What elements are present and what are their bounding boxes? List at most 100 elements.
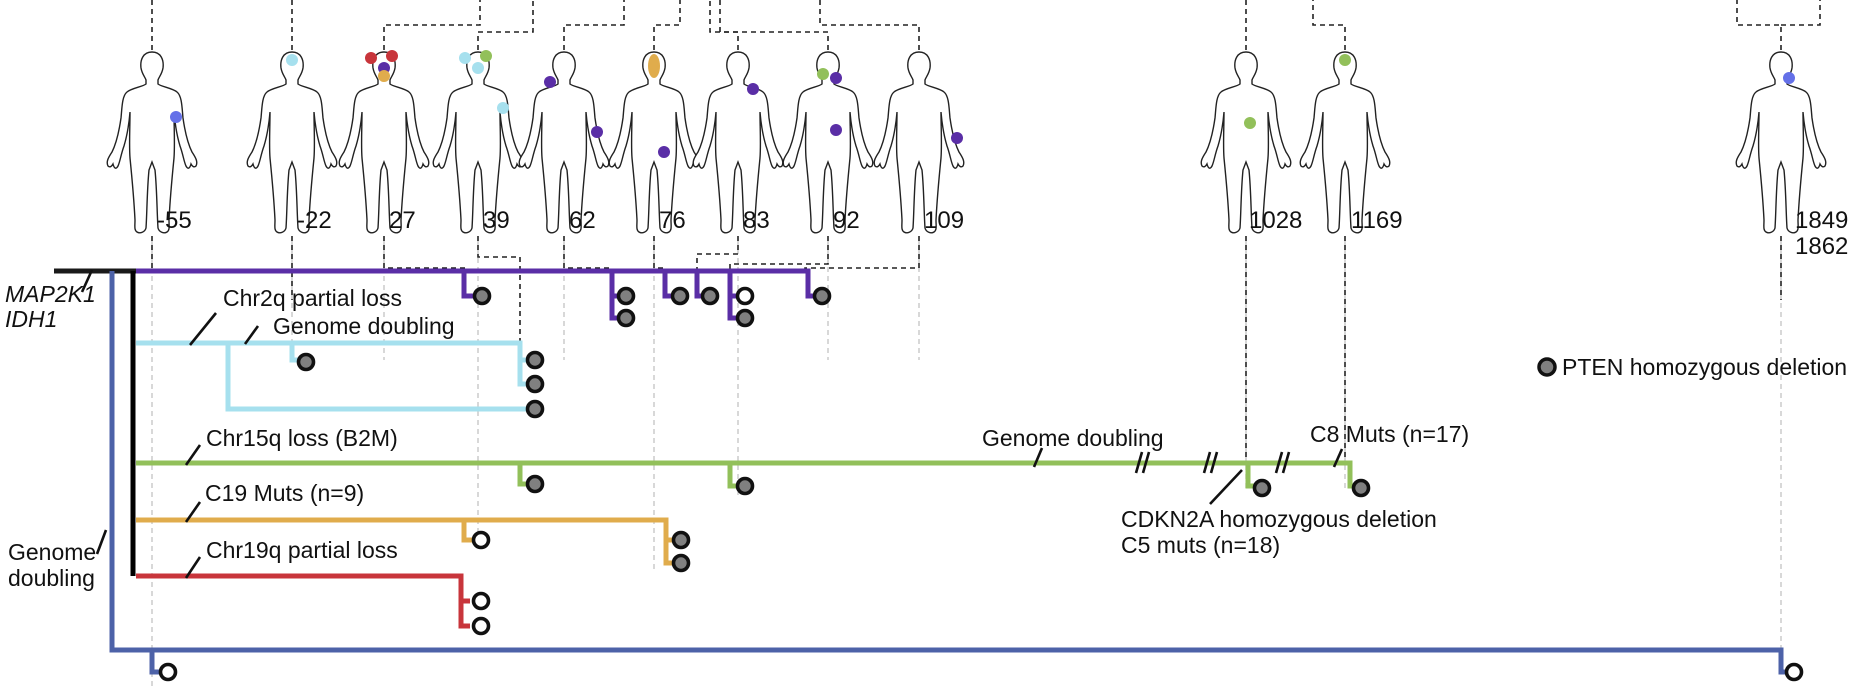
lesion-site xyxy=(747,83,759,95)
body-outline xyxy=(608,51,700,234)
leaf-node-pten-deleted xyxy=(735,476,755,496)
pten-legend-icon xyxy=(1537,357,1557,377)
blue-clade-branch xyxy=(112,647,160,675)
purple-clade-branch xyxy=(136,268,815,299)
body-map xyxy=(106,51,198,234)
lesion-site xyxy=(497,102,509,114)
leaf-nodes xyxy=(158,286,1804,682)
lesion-site xyxy=(591,126,603,138)
day-label: 1028 xyxy=(1249,207,1302,234)
body-map xyxy=(1299,51,1391,234)
body-outline xyxy=(106,51,198,234)
sample-connector xyxy=(729,236,829,271)
day-label: 39 xyxy=(483,207,510,234)
sample-connector xyxy=(383,0,481,50)
lesion-site xyxy=(830,72,842,84)
sample-connector xyxy=(477,236,521,360)
day-labels: -55 -22 27 39 62 76 83 92 109 1028 1169 … xyxy=(157,207,1848,260)
day-label: 1862 xyxy=(1795,233,1848,260)
leaf-node-pten-deleted xyxy=(812,286,832,306)
lesion-site xyxy=(286,54,298,66)
leaf-node xyxy=(471,530,491,550)
timepoint-guide-lines xyxy=(151,240,1782,686)
lesion-site xyxy=(648,54,660,78)
sample-connector xyxy=(696,236,739,271)
leaf-node-pten-deleted xyxy=(700,286,720,306)
leaf-node xyxy=(471,616,491,636)
day-label: 1849 xyxy=(1795,207,1848,234)
leaf-node-pten-deleted xyxy=(616,286,636,306)
green-annotation-chr15q: Chr15q loss (B2M) xyxy=(206,425,398,451)
green-annotation-c8: C8 Muts (n=17) xyxy=(1310,421,1469,447)
sample-connector xyxy=(709,0,739,50)
cyan-annotation-genome-doubling: Genome doubling xyxy=(273,313,455,339)
sample-connector xyxy=(653,0,681,50)
leaf-node-pten-deleted xyxy=(671,553,691,573)
lesion-site xyxy=(480,50,492,62)
annotation-tick xyxy=(1032,447,1044,468)
blue-clade-branch xyxy=(109,271,1787,675)
green-annotation-genome-doubling: Genome doubling xyxy=(982,425,1164,451)
annotation-tick xyxy=(243,325,260,345)
root-mutation-label: IDH1 xyxy=(5,306,57,332)
lesion-site xyxy=(170,111,182,123)
green-annotation-cdkn2a: CDKN2A homozygous deletion xyxy=(1121,506,1437,532)
body-map xyxy=(246,51,338,234)
lesion-site xyxy=(1339,54,1351,66)
annotations: MAP2K1 IDH1 Chr2q partial loss Genome do… xyxy=(5,281,1469,591)
leaf-node-pten-deleted xyxy=(1351,478,1371,498)
sample-connector xyxy=(653,236,666,271)
leaf-node-pten-deleted xyxy=(735,308,755,328)
blue-annotation-doubling: doubling xyxy=(8,565,95,591)
day-label: 27 xyxy=(389,207,416,234)
green-clade-branch xyxy=(517,463,527,487)
body-outline xyxy=(518,51,610,234)
sample-connector xyxy=(719,0,829,50)
branch-break-mark xyxy=(1209,451,1219,474)
sample-connector xyxy=(563,236,613,271)
red-clade-branch xyxy=(136,573,470,629)
leaf-node-pten-deleted xyxy=(616,308,636,328)
body-map xyxy=(608,51,700,234)
branch-break-mark xyxy=(1281,451,1291,474)
day-label: 62 xyxy=(569,207,596,234)
leaf-node-pten-deleted xyxy=(670,286,690,306)
leaf-node-pten-deleted xyxy=(296,352,316,372)
day-label: 1169 xyxy=(1351,207,1403,234)
root-mutation-label: MAP2K1 xyxy=(5,281,96,307)
branch-break-mark xyxy=(1274,451,1284,474)
sample-connector xyxy=(1312,0,1346,50)
body-outline xyxy=(1735,51,1827,234)
amber-annotation-c19: C19 Muts (n=9) xyxy=(205,480,364,506)
lesion-site xyxy=(365,52,377,64)
day-label: 92 xyxy=(833,207,860,234)
lesion-site xyxy=(386,50,398,62)
sample-connector xyxy=(819,0,920,50)
body-outline xyxy=(1200,51,1292,234)
blue-annotation-genome: Genome xyxy=(8,539,96,565)
body-maps xyxy=(106,50,1827,234)
branch-break-mark xyxy=(1134,451,1144,474)
annotation-tick xyxy=(184,444,202,466)
cyan-annotation-chr2q: Chr2q partial loss xyxy=(223,285,402,311)
annotation-tick xyxy=(1332,448,1344,468)
branch-break-mark xyxy=(1202,451,1212,474)
lesion-site xyxy=(830,124,842,136)
body-map xyxy=(873,51,965,234)
branch-break-mark xyxy=(1141,451,1151,474)
leaf-node xyxy=(158,662,178,682)
body-map xyxy=(338,50,430,234)
body-outline xyxy=(1299,51,1391,234)
day-label: 109 xyxy=(924,207,964,234)
leaf-node-pten-deleted xyxy=(472,286,492,306)
body-map xyxy=(692,51,784,234)
lesion-site xyxy=(658,146,670,158)
leaf-node xyxy=(471,591,491,611)
leaf-node-pten-deleted xyxy=(1252,478,1272,498)
annotation-tick xyxy=(80,269,94,293)
leaf-node-pten-deleted xyxy=(525,474,545,494)
body-outline xyxy=(432,51,524,234)
lesion-site xyxy=(378,70,390,82)
purple-clade-branch xyxy=(662,271,672,299)
